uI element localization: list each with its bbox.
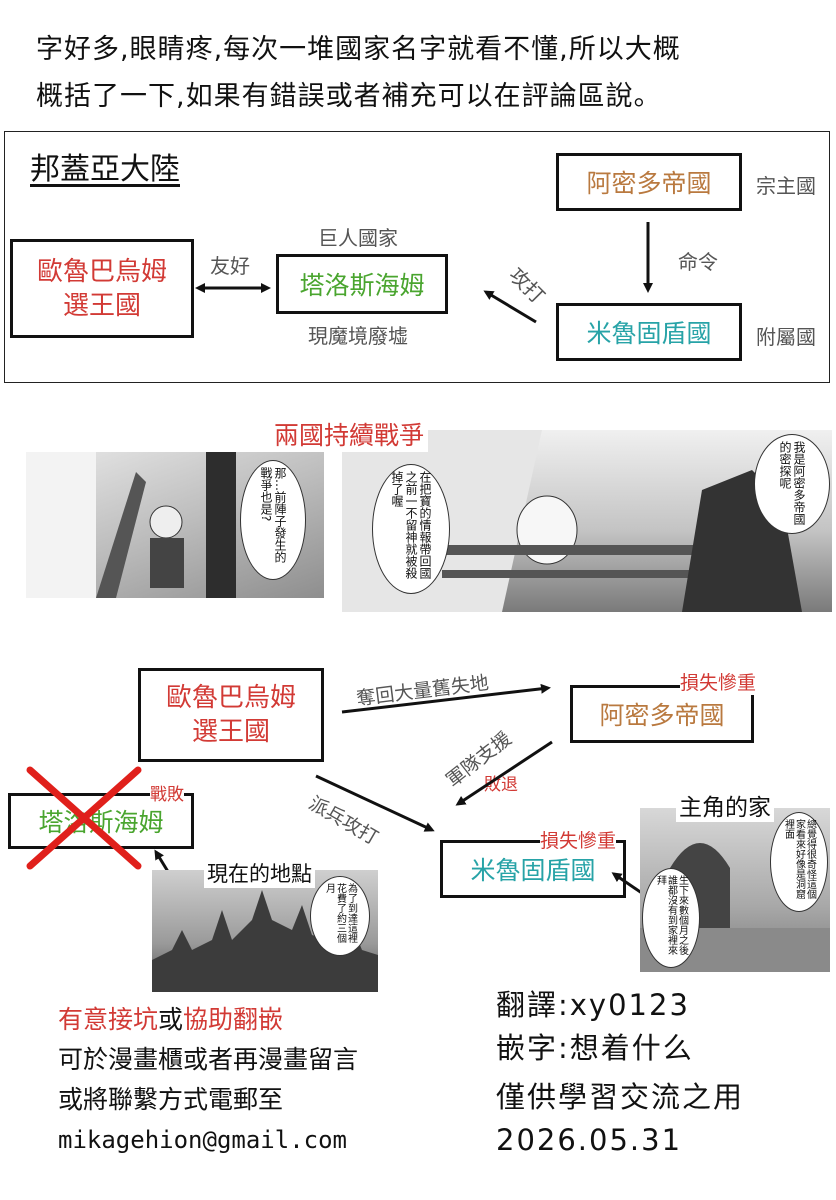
miru-name: 米魯固盾國 bbox=[586, 319, 712, 348]
protagonist-home-label: 主角的家 bbox=[676, 788, 774, 822]
war-caption: 兩國持續戰爭 bbox=[270, 416, 429, 452]
intro-text: 字好多,眼睛疼,每次一堆國家名字就看不懂,所以大概 概括了一下,如果有錯誤或者補… bbox=[36, 26, 816, 120]
manga-panel-left: 那…前陣子發生的戰爭也是? bbox=[26, 452, 324, 598]
current-location-image: 為了到達這裡花費了約三個月 bbox=[152, 870, 378, 992]
disclaimer: 僅供學習交流之用 bbox=[496, 1080, 745, 1114]
miru-nation-box: 米魯固盾國 bbox=[556, 303, 742, 361]
europa-name-line2: 選王國 bbox=[62, 290, 141, 321]
miru-heavy-loss: 損失慘重 bbox=[540, 826, 617, 853]
war-miru-name: 米魯固盾國 bbox=[470, 856, 596, 885]
current-location-label: 現在的地點 bbox=[204, 858, 315, 888]
defeated-label: 戰敗 bbox=[150, 780, 184, 805]
continent-title: 邦蓋亞大陸 bbox=[30, 152, 180, 187]
taros-name: 塔洛斯海姆 bbox=[299, 271, 425, 300]
speech-bubble-3: 我是阿密多帝國的密探呢 bbox=[754, 434, 830, 534]
war-europa-line2: 選王國 bbox=[191, 717, 270, 747]
recruit-line: 有意接坑或協助翻嵌 bbox=[58, 1000, 358, 1040]
protagonist-home-image: 總覺得很奇怪這個家看來好像是洞窟裡面 生下來數個月之後誰都沒有到家裡來拜 bbox=[640, 808, 830, 972]
continent-diagram-frame bbox=[4, 131, 830, 383]
friendly-label: 友好 bbox=[210, 254, 250, 278]
amid-heavy-loss: 損失慘重 bbox=[680, 668, 757, 695]
command-label: 命令 bbox=[678, 250, 718, 274]
cross-out-mark bbox=[26, 766, 142, 870]
speech-bubble-2: 在把寶的情報帶回國之前一不留神就被殺掉了喔 bbox=[372, 464, 450, 594]
europa-name-line1: 歐魯巴烏姆 bbox=[36, 256, 167, 287]
amid-name: 阿密多帝國 bbox=[586, 169, 712, 198]
taros-box: 塔洛斯海姆 bbox=[276, 254, 448, 314]
speech-bubble-1: 那…前陣子發生的戰爭也是? bbox=[240, 460, 306, 580]
war-europa-line1: 歐魯巴烏姆 bbox=[165, 683, 296, 713]
vassal-label: 附屬國 bbox=[756, 325, 816, 349]
war-miru-box: 米魯固盾國 bbox=[440, 840, 626, 898]
recruit-block: 有意接坑或協助翻嵌 可於漫畫櫃或者再漫畫留言 或將聯繫方式電郵至 mikageh… bbox=[58, 1000, 358, 1160]
contact-email[interactable]: mikagehion@gmail.com bbox=[58, 1126, 347, 1154]
intro-line-1: 字好多,眼睛疼,每次一堆國家名字就看不懂,所以大概 bbox=[36, 34, 681, 65]
location-bubble: 為了到達這裡花費了約三個月 bbox=[310, 876, 370, 956]
reclaim-arrow bbox=[341, 683, 551, 714]
manga-panel-right: 在把寶的情報帶回國之前一不留神就被殺掉了喔 我是阿密多帝國的密探呢 bbox=[342, 430, 832, 612]
europa-kingdom-box: 歐魯巴烏姆 選王國 bbox=[10, 239, 194, 338]
recruit-a: 有意接坑 bbox=[58, 1005, 159, 1034]
credits-block: 翻譯:xy0123 嵌字:想着什么 僅供學習交流之用 2026.05.31 bbox=[496, 984, 744, 1162]
attack-arrow bbox=[483, 290, 537, 324]
recruit-line-2: 可於漫畫櫃或者再漫畫留言 bbox=[58, 1045, 359, 1074]
recruit-or: 或 bbox=[158, 1005, 184, 1034]
castle-silhouette bbox=[152, 890, 378, 992]
typesetter-credit: 嵌字:想着什么 bbox=[496, 1031, 694, 1065]
support-arrow bbox=[455, 740, 553, 806]
translator-credit: 翻譯:xy0123 bbox=[496, 988, 690, 1022]
war-amid-name: 阿密多帝國 bbox=[599, 701, 725, 730]
home-bubble-1: 總覺得很奇怪這個家看來好像是洞窟裡面 bbox=[770, 812, 828, 912]
giant-nation-label: 巨人國家 bbox=[318, 226, 398, 250]
amid-empire-box: 阿密多帝國 bbox=[556, 153, 742, 211]
home-bubble-2: 生下來數個月之後誰都沒有到家裡來拜 bbox=[642, 868, 700, 968]
panel-left-art bbox=[26, 452, 236, 598]
recruit-line-3: 或將聯繫方式電郵至 bbox=[58, 1085, 284, 1114]
dispatch-arrow bbox=[315, 774, 435, 832]
release-date: 2026.05.31 bbox=[496, 1123, 683, 1157]
ruins-label: 現魔境廢墟 bbox=[308, 324, 408, 348]
suzerain-label: 宗主國 bbox=[756, 174, 816, 198]
war-europa-box: 歐魯巴烏姆 選王國 bbox=[138, 668, 324, 762]
intro-line-2: 概括了一下,如果有錯誤或者補充可以在評論區說。 bbox=[36, 81, 662, 112]
recruit-b: 協助翻嵌 bbox=[183, 1005, 284, 1034]
